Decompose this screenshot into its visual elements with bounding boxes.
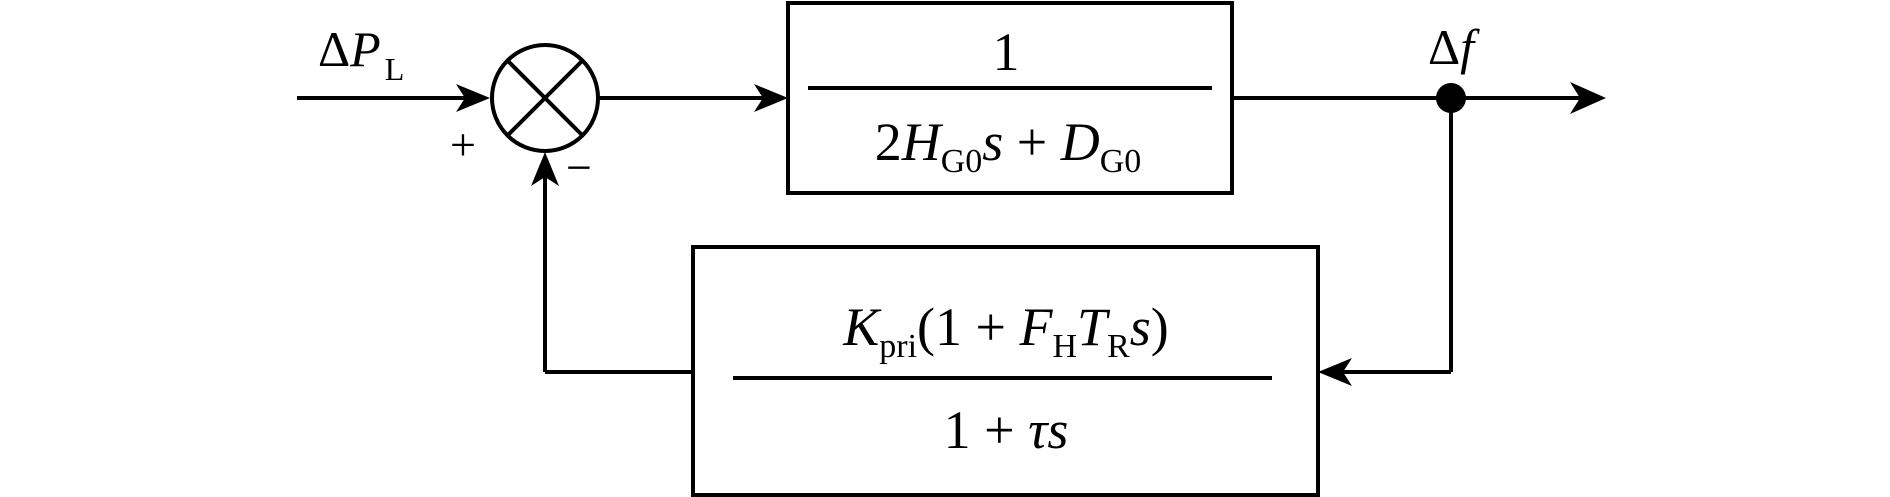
forward-den-s: s [982,112,1003,172]
feedback-num-s: s [1130,297,1151,357]
minus-sign: − [566,142,592,193]
summing-junction-cross-b [506,59,584,137]
feedback-num-close: ) [1151,297,1169,357]
feedback-num-F: F [1018,297,1053,357]
plus-sign: + [450,119,476,170]
forward-den-H: H [901,112,944,172]
forward-denominator: 2HG0s + DG0 [875,112,1142,180]
forward-input-arrowhead [754,84,788,112]
output-delta: Δ [1428,19,1460,75]
forward-numerator: 1 [993,22,1020,82]
feedback-input-arrowhead [1318,358,1352,386]
input-sub: L [385,51,405,87]
forward-den-coef: 2 [875,112,902,172]
feedback-num-F-sub: H [1052,328,1077,365]
feedback-block [691,245,1320,497]
input-arrowhead [456,84,490,112]
output-var: f [1460,19,1480,75]
feedback-den-one-plus: 1 + [944,400,1028,460]
input-var: P [349,21,381,77]
feedback-num-open: (1 + [917,297,1019,357]
output-label: Δf [1428,19,1480,75]
forward-den-plus: + [1003,112,1060,172]
feedback-denominator: 1 + τs [944,400,1069,460]
feedback-return-arrowhead [531,152,559,186]
feedback-num-T: T [1077,297,1111,357]
feedback-den-tau-s: τs [1028,400,1068,460]
feedback-num-K-sub: pri [879,328,917,365]
feedback-numerator: Kpri(1 + FHTRs) [842,297,1169,365]
forward-den-D-sub: G0 [1100,143,1142,180]
input-delta: Δ [318,21,350,77]
feedback-num-T-sub: R [1107,328,1130,365]
forward-den-H-sub: G0 [941,143,983,180]
feedback-num-K: K [842,297,882,357]
output-arrowhead [1570,82,1606,114]
forward-den-D: D [1060,112,1100,172]
